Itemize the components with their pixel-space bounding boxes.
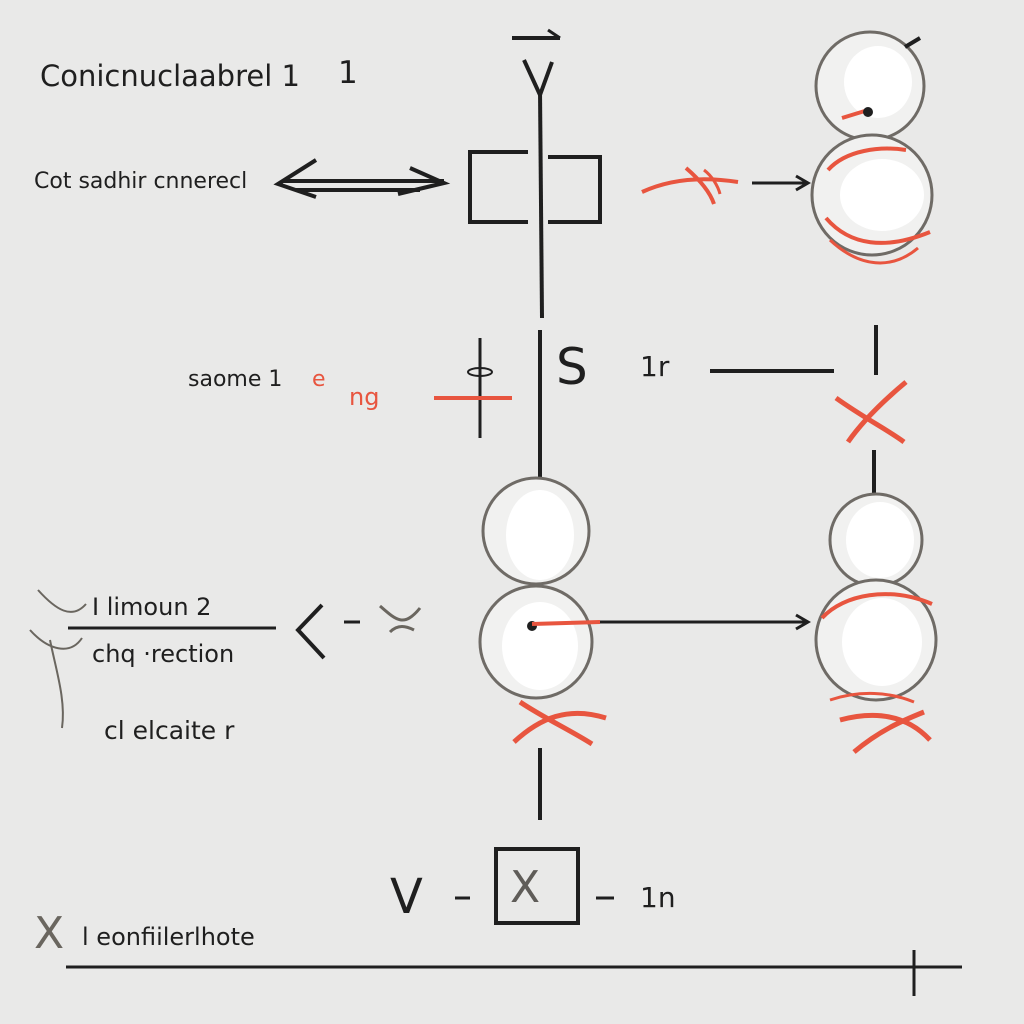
center-circles xyxy=(478,476,811,820)
square-bracket-icon xyxy=(468,150,602,224)
left-mid-label: chq ·rection xyxy=(92,640,235,668)
title-suffix: 1 xyxy=(338,55,358,91)
middle-row-marks xyxy=(434,325,878,500)
top-arrow-icon xyxy=(512,28,561,101)
red-cross-icon xyxy=(834,380,908,498)
main-vertical-line xyxy=(538,89,544,319)
row1-label: Cot sadhir cnnerecl xyxy=(34,169,248,194)
left-bottom-label: cl elcaite r xyxy=(104,716,235,745)
bottom-box-label: X xyxy=(510,862,541,913)
row2-red-mark-b: ng xyxy=(349,383,380,411)
left-block-marks xyxy=(29,589,422,729)
row2-right-label: 1r xyxy=(640,350,670,383)
bottom-v-label: V xyxy=(390,869,423,925)
right-lower-circles xyxy=(814,492,938,754)
row2-red-mark-a: e xyxy=(312,367,326,392)
bottom-marks xyxy=(66,847,962,996)
row2-label: saome 1 xyxy=(188,367,283,392)
center-s-label: S xyxy=(556,338,588,396)
red-arrow-icon xyxy=(641,166,811,205)
diagram-title: Conicnuclaabrel 1 xyxy=(40,59,300,93)
bottom-legend-label: l eonfiilerlhote xyxy=(82,923,255,951)
double-arrow-icon xyxy=(273,158,451,199)
top-right-circles xyxy=(810,30,934,265)
bottom-legend-x: X xyxy=(34,908,65,959)
left-top-label: I limoun 2 xyxy=(92,593,212,621)
bottom-right-label: 1n xyxy=(640,881,676,914)
